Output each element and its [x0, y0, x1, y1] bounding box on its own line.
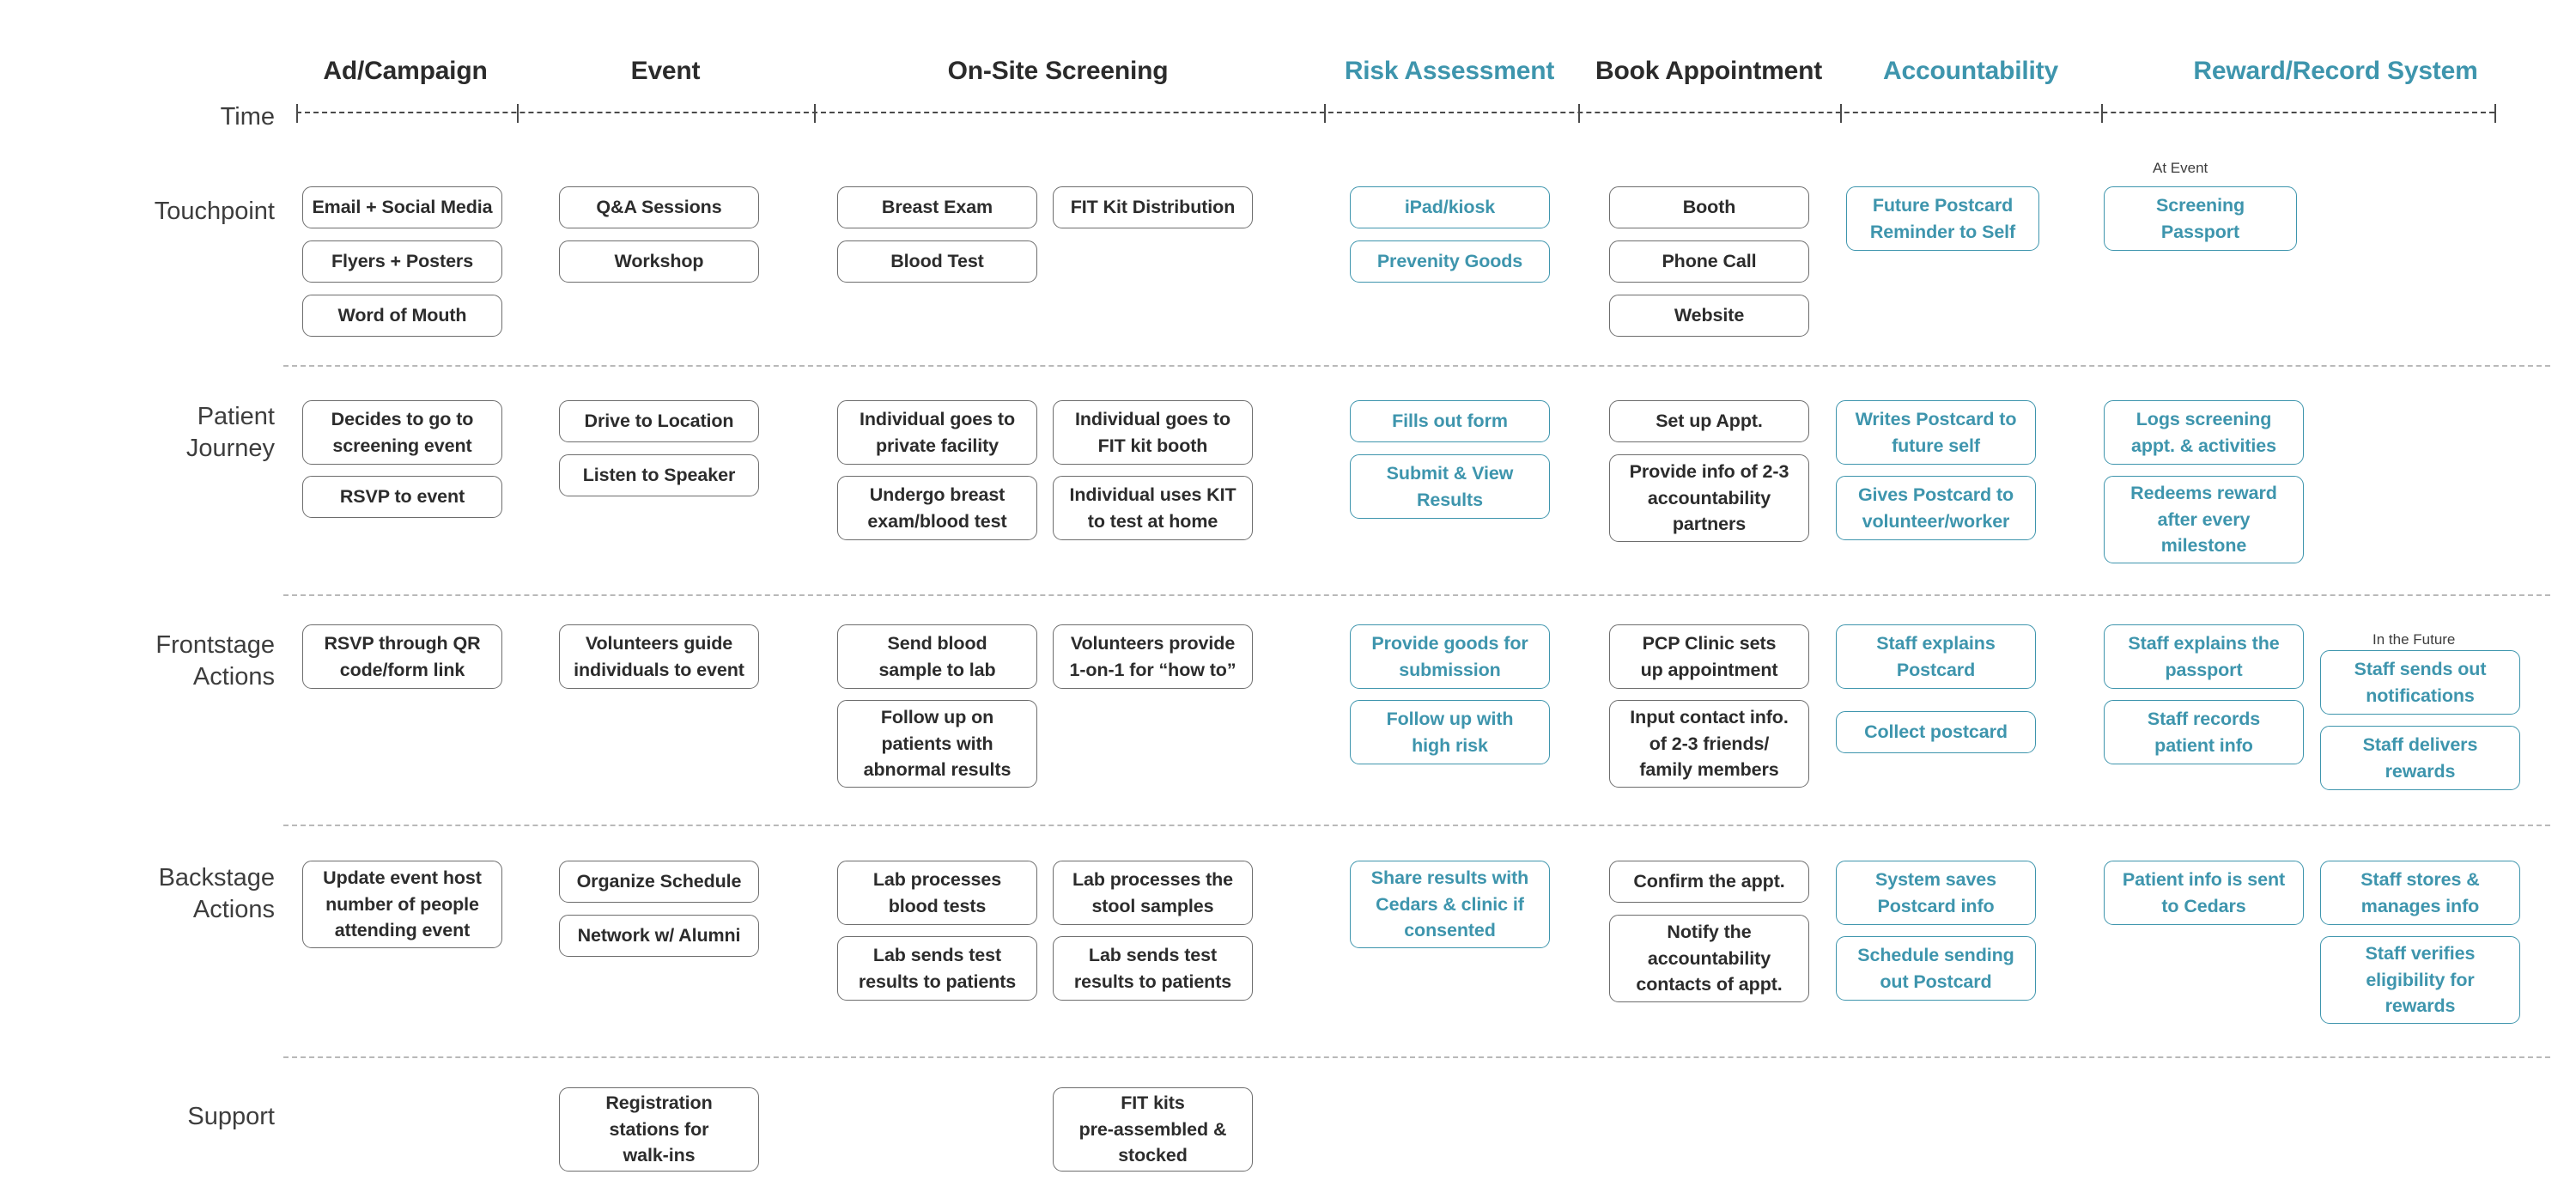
- time-tick-3: [814, 104, 816, 123]
- time-tick-8: [2494, 104, 2496, 123]
- card-backstage-2[interactable]: Organize Schedule: [559, 861, 759, 903]
- card-backstage-4[interactable]: Lab processes blood tests: [837, 861, 1037, 925]
- card-frontstage-4[interactable]: Follow up on patients with abnormal resu…: [837, 700, 1037, 788]
- card-touchpoint-11[interactable]: Booth: [1609, 186, 1809, 228]
- row-label-backstage: Backstage Actions: [158, 864, 275, 924]
- card-frontstage-12[interactable]: Staff explains the passport: [2104, 624, 2304, 689]
- card-journey-10[interactable]: Submit & View Results: [1350, 454, 1550, 519]
- time-tick-7: [2101, 104, 2103, 123]
- card-backstage-13[interactable]: Patient info is sent to Cedars: [2104, 861, 2304, 925]
- card-backstage-12[interactable]: Schedule sending out Postcard: [1836, 936, 2036, 1001]
- card-touchpoint-14[interactable]: Future Postcard Reminder to Self: [1846, 186, 2039, 251]
- card-touchpoint-7[interactable]: Blood Test: [837, 240, 1037, 283]
- card-touchpoint-1[interactable]: Email + Social Media: [302, 186, 502, 228]
- card-touchpoint-13[interactable]: Website: [1609, 295, 1809, 337]
- card-backstage-3[interactable]: Network w/ Alumni: [559, 915, 759, 957]
- card-frontstage-15[interactable]: Staff delivers rewards: [2320, 726, 2520, 790]
- card-journey-6[interactable]: Undergo breast exam/blood test: [837, 476, 1037, 540]
- card-journey-13[interactable]: Writes Postcard to future self: [1836, 400, 2036, 465]
- card-journey-11[interactable]: Set up Appt.: [1609, 400, 1809, 442]
- card-touchpoint-4[interactable]: Q&A Sessions: [559, 186, 759, 228]
- card-support-1[interactable]: Registration stations for walk-ins: [559, 1087, 759, 1172]
- card-frontstage-14[interactable]: Staff sends out notifications: [2320, 650, 2520, 715]
- card-touchpoint-9[interactable]: iPad/kiosk: [1350, 186, 1550, 228]
- card-touchpoint-12[interactable]: Phone Call: [1609, 240, 1809, 283]
- card-journey-15[interactable]: Logs screening appt. & activities: [2104, 400, 2304, 465]
- card-frontstage-11[interactable]: Collect postcard: [1836, 711, 2036, 753]
- card-frontstage-7[interactable]: Follow up with high risk: [1350, 700, 1550, 764]
- card-backstage-1[interactable]: Update event host number of people atten…: [302, 861, 502, 948]
- row-label-frontstage: Frontstage Actions: [155, 631, 275, 691]
- time-tick-4: [1324, 104, 1326, 123]
- card-journey-12[interactable]: Provide info of 2-3 accountability partn…: [1609, 454, 1809, 542]
- column-header-2: Event: [630, 57, 701, 85]
- time-tick-2: [517, 104, 519, 123]
- time-tick-6: [1840, 104, 1842, 123]
- annotation-2: In the Future: [2372, 631, 2456, 648]
- card-backstage-9[interactable]: Confirm the appt.: [1609, 861, 1809, 903]
- card-support-2[interactable]: FIT kits pre-assembled & stocked: [1053, 1087, 1253, 1172]
- card-backstage-5[interactable]: Lab sends test results to patients: [837, 936, 1037, 1001]
- row-label-time: Time: [220, 103, 275, 131]
- column-header-5: Book Appointment: [1595, 57, 1822, 85]
- row-label-touchpoint: Touchpoint: [154, 198, 275, 225]
- column-header-4: Risk Assessment: [1344, 57, 1555, 85]
- section-divider-3: [283, 825, 2550, 826]
- card-frontstage-1[interactable]: RSVP through QR code/form link: [302, 624, 502, 689]
- card-journey-7[interactable]: Individual goes to FIT kit booth: [1053, 400, 1253, 465]
- time-tick-1: [296, 104, 298, 123]
- section-divider-4: [283, 1056, 2550, 1058]
- card-touchpoint-2[interactable]: Flyers + Posters: [302, 240, 502, 283]
- time-tick-5: [1578, 104, 1580, 123]
- section-divider-1: [283, 365, 2550, 367]
- card-touchpoint-3[interactable]: Word of Mouth: [302, 295, 502, 337]
- card-frontstage-2[interactable]: Volunteers guide individuals to event: [559, 624, 759, 689]
- card-journey-2[interactable]: RSVP to event: [302, 476, 502, 518]
- time-axis: [296, 104, 2496, 123]
- card-backstage-14[interactable]: Staff stores & manages info: [2320, 861, 2520, 925]
- column-header-7: Reward/Record System: [2193, 57, 2478, 85]
- card-backstage-8[interactable]: Share results with Cedars & clinic if co…: [1350, 861, 1550, 948]
- card-touchpoint-15[interactable]: Screening Passport: [2104, 186, 2297, 251]
- card-touchpoint-6[interactable]: Breast Exam: [837, 186, 1037, 228]
- card-frontstage-6[interactable]: Provide goods for submission: [1350, 624, 1550, 689]
- card-journey-14[interactable]: Gives Postcard to volunteer/worker: [1836, 476, 2036, 540]
- card-backstage-15[interactable]: Staff verifies eligibility for rewards: [2320, 936, 2520, 1024]
- row-label-support: Support: [187, 1103, 275, 1130]
- card-frontstage-13[interactable]: Staff records patient info: [2104, 700, 2304, 764]
- section-divider-2: [283, 594, 2550, 596]
- card-journey-16[interactable]: Redeems reward after every milestone: [2104, 476, 2304, 563]
- card-backstage-10[interactable]: Notify the accountability contacts of ap…: [1609, 915, 1809, 1002]
- card-touchpoint-10[interactable]: Prevenity Goods: [1350, 240, 1550, 283]
- column-header-1: Ad/Campaign: [323, 57, 488, 85]
- card-backstage-7[interactable]: Lab sends test results to patients: [1053, 936, 1253, 1001]
- column-header-6: Accountability: [1883, 57, 2058, 85]
- annotation-1: At Event: [2153, 160, 2208, 176]
- card-journey-5[interactable]: Individual goes to private facility: [837, 400, 1037, 465]
- card-journey-3[interactable]: Drive to Location: [559, 400, 759, 442]
- card-touchpoint-5[interactable]: Workshop: [559, 240, 759, 283]
- column-header-3: On-Site Screening: [947, 57, 1169, 85]
- card-frontstage-10[interactable]: Staff explains Postcard: [1836, 624, 2036, 689]
- card-backstage-11[interactable]: System saves Postcard info: [1836, 861, 2036, 925]
- row-label-journey: Patient Journey: [185, 403, 275, 463]
- card-journey-4[interactable]: Listen to Speaker: [559, 454, 759, 496]
- card-journey-1[interactable]: Decides to go to screening event: [302, 400, 502, 465]
- card-frontstage-5[interactable]: Volunteers provide 1-on-1 for “how to”: [1053, 624, 1253, 689]
- card-journey-9[interactable]: Fills out form: [1350, 400, 1550, 442]
- card-journey-8[interactable]: Individual uses KIT to test at home: [1053, 476, 1253, 540]
- card-frontstage-9[interactable]: Input contact info. of 2-3 friends/ fami…: [1609, 700, 1809, 788]
- card-backstage-6[interactable]: Lab processes the stool samples: [1053, 861, 1253, 925]
- card-frontstage-3[interactable]: Send blood sample to lab: [837, 624, 1037, 689]
- card-touchpoint-8[interactable]: FIT Kit Distribution: [1053, 186, 1253, 228]
- card-frontstage-8[interactable]: PCP Clinic sets up appointment: [1609, 624, 1809, 689]
